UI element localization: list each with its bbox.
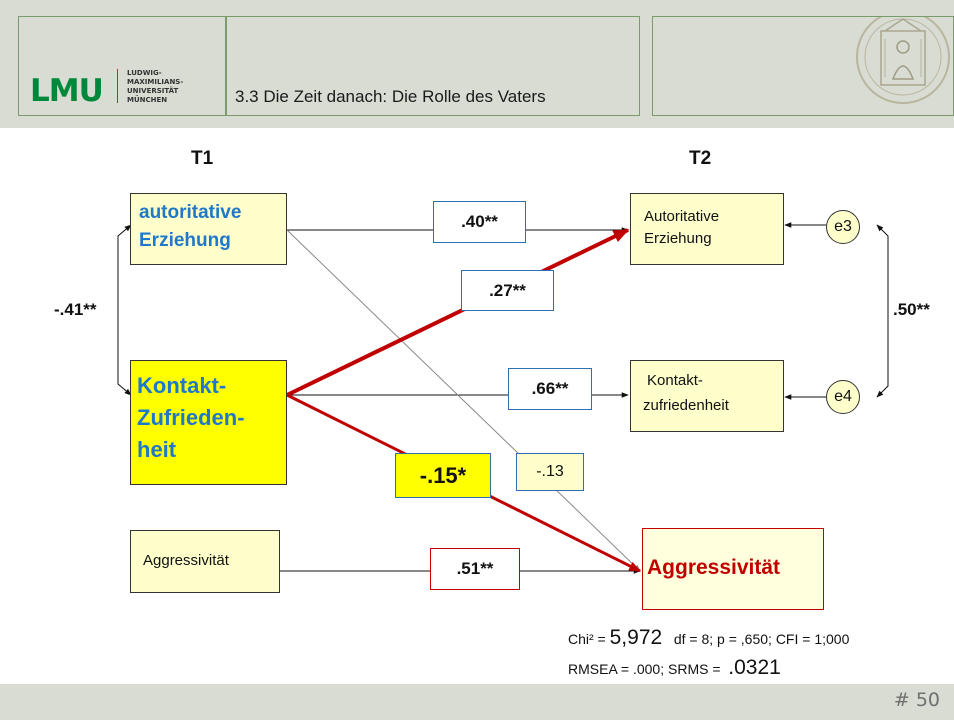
footer: # 50	[0, 684, 954, 720]
coef-kontakt-auto: .27**	[461, 270, 554, 311]
coef-auto-auto: .40**	[433, 201, 526, 243]
arrow-auto-aggr	[286, 229, 641, 572]
slide-title: 3.3 Die Zeit danach: Die Rolle des Vater…	[235, 87, 546, 106]
correlation-t1: -.41**	[54, 300, 97, 319]
box-t1-autoritative-erziehung: autoritative Erziehung	[130, 193, 287, 265]
logo-panel: LMU LUDWIG- MAXIMILIANS- UNIVERSITÄT MÜN…	[18, 16, 226, 116]
logo-divider	[117, 69, 118, 103]
correlation-t1-arc	[117, 224, 132, 396]
correlation-t2-arc	[876, 224, 889, 398]
box-t1-aggressivitaet: Aggressivität	[130, 530, 280, 593]
coef-aggr-aggr: .51**	[430, 548, 520, 590]
box-t1-kontaktzufriedenheit: Kontakt- Zufrieden- heit	[130, 360, 287, 485]
box-t2-aggressivitaet: Aggressivität	[642, 528, 824, 610]
column-heading-t1: T1	[191, 148, 214, 169]
lmu-logo-mark: LMU	[30, 73, 104, 109]
error-term-e4: e4	[826, 380, 860, 414]
box-t2-kontaktzufriedenheit: Kontakt- zufriedenheit	[630, 360, 784, 432]
box-t2-autoritative-erziehung: Autoritative Erziehung	[630, 193, 784, 265]
coef-kontakt-kontakt: .66**	[508, 368, 592, 410]
fit-statistics-line-1: Chi² = 5,972 df = 8; p = ,650; CFI = 1;0…	[568, 626, 850, 649]
column-heading-t2: T2	[689, 148, 712, 169]
seal-panel	[652, 16, 954, 116]
error-term-e3: e3	[826, 210, 860, 244]
correlation-t2: .50**	[893, 300, 930, 319]
title-panel: 3.3 Die Zeit danach: Die Rolle des Vater…	[226, 16, 640, 116]
university-name: LUDWIG- MAXIMILIANS- UNIVERSITÄT MÜNCHEN	[127, 69, 184, 104]
header: LMU LUDWIG- MAXIMILIANS- UNIVERSITÄT MÜN…	[0, 0, 954, 128]
fit-statistics-line-2: RMSEA = .000; SRMS = .0321	[568, 656, 781, 679]
coef-kontakt-aggr: -.15*	[395, 453, 491, 498]
university-seal-icon	[856, 17, 950, 104]
arrow-kontakt-auto	[286, 228, 630, 397]
coef-auto-aggr: -.13	[516, 453, 584, 491]
page-number: # 50	[893, 689, 940, 711]
